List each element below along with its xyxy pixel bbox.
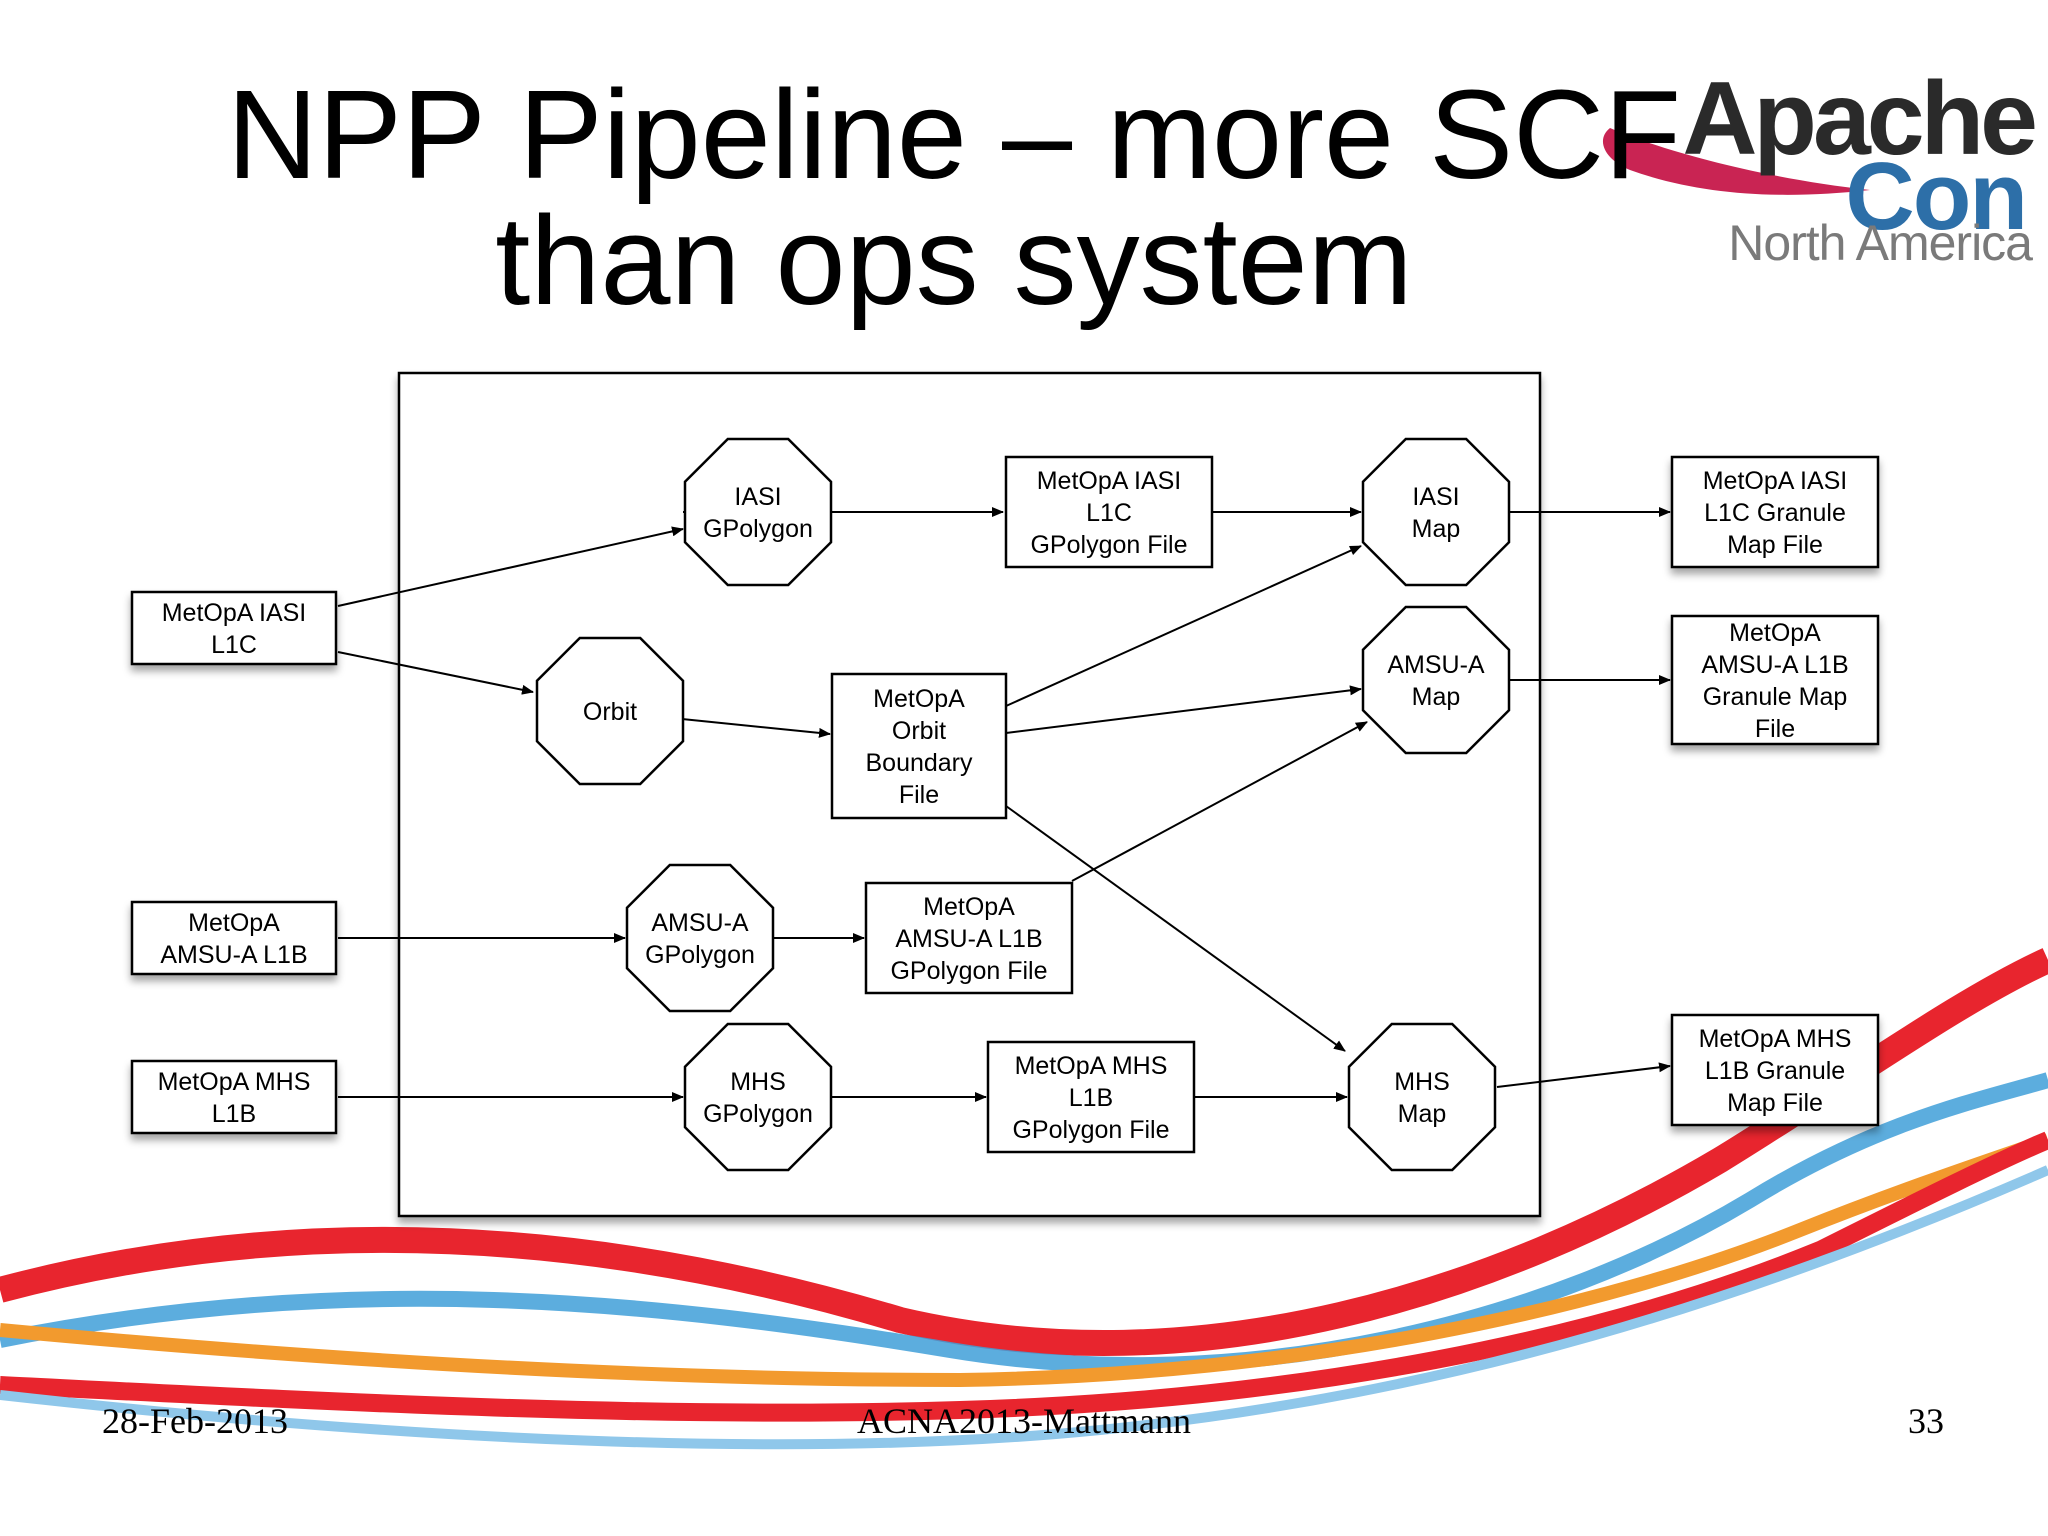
footer-page-number: 33 — [1908, 1401, 1944, 1441]
node-label-line: L1B — [1069, 1084, 1113, 1112]
edge-arrow — [1005, 545, 1362, 707]
node-label-line: L1C — [1086, 499, 1132, 527]
logo-north-america-text: North America — [1728, 215, 2033, 271]
logo-con-text: Con — [1845, 143, 2028, 250]
node-label-line: L1C Granule — [1704, 499, 1846, 527]
node-label-line: L1B — [212, 1100, 256, 1128]
node-label-line: GPolygon File — [1030, 531, 1187, 559]
node-label-line: IASI — [1412, 483, 1459, 511]
node-label-line: Orbit — [583, 698, 637, 726]
node-label-line: MetOpA MHS — [158, 1068, 311, 1096]
node-label-line: IASI — [734, 483, 781, 511]
node-label-line: MetOpA IASI — [162, 599, 307, 627]
node-label-line: MetOpA IASI — [1037, 467, 1182, 495]
node-label-line: Map File — [1727, 531, 1823, 559]
slide-title-line-1: NPP Pipeline – more SCF — [226, 64, 1682, 205]
node-mhs-map: MHS Map — [1347, 1022, 1497, 1172]
node-label-line: Granule Map — [1703, 683, 1848, 711]
node-label-line: GPolygon — [703, 1100, 813, 1128]
node-label-line: MetOpA MHS — [1699, 1025, 1852, 1053]
slide-title-line-2: than ops system — [495, 190, 1413, 331]
node-label-line: Orbit — [892, 717, 946, 745]
edge-arrow — [337, 651, 534, 695]
node-label-line: Map — [1412, 683, 1461, 711]
node-mhs-gpoly: MHS GPolygon — [683, 1022, 833, 1172]
node-label-line: Map — [1398, 1100, 1447, 1128]
node-iasi-map: IASI Map — [1361, 437, 1511, 587]
node-amsu-gpoly: AMSU-A GPolygon — [625, 863, 775, 1013]
edge-arrow — [337, 526, 684, 607]
node-label-line: AMSU-A L1B — [160, 941, 307, 969]
node-label-line: MetOpA — [873, 685, 965, 713]
node-in-amsu: MetOpA AMSU-A L1B — [130, 900, 338, 976]
node-label-line: Boundary — [865, 749, 973, 777]
node-amsu-gpoly-file: MetOpA AMSU-A L1B GPolygon File — [864, 881, 1074, 995]
edge-arrow — [1005, 805, 1346, 1052]
node-label-line: MHS — [730, 1068, 786, 1096]
swoosh-orange — [0, 1133, 2048, 1388]
node-label-line: AMSU-A L1B — [895, 925, 1042, 953]
node-iasi-gpoly: IASI GPolygon — [683, 437, 833, 587]
edge-arrow — [681, 718, 831, 738]
node-label-line: MetOpA IASI — [1703, 467, 1848, 495]
node-iasi-gpoly-file: MetOpA IASI L1C GPolygon File — [1004, 455, 1214, 569]
footer-presentation-id: ACNA2013-Mattmann — [857, 1401, 1191, 1441]
node-label-line: AMSU-A — [651, 909, 749, 937]
feather-icon — [1602, 128, 1870, 195]
node-label-line: AMSU-A — [1387, 651, 1485, 679]
node-label-line: MetOpA — [188, 909, 280, 937]
swoosh-red-lower — [0, 1131, 2048, 1422]
node-label-line: MetOpA — [923, 893, 1015, 921]
node-label-line: L1C — [211, 631, 257, 659]
node-label-line: MHS — [1394, 1068, 1450, 1096]
edges-group — [337, 507, 1671, 1102]
node-label-line: File — [1755, 715, 1795, 743]
node-label-line: GPolygon — [703, 515, 813, 543]
edge-arrow — [1071, 721, 1368, 882]
edge-arrow — [1005, 685, 1362, 734]
swoosh-blue-lower — [0, 1165, 2048, 1450]
node-label-line: MetOpA MHS — [1015, 1052, 1168, 1080]
node-label-line: File — [899, 781, 939, 809]
node-label-line: AMSU-A L1B — [1701, 651, 1848, 679]
node-label-line: MetOpA — [1729, 619, 1821, 647]
node-label-line: L1B Granule — [1705, 1057, 1845, 1085]
node-in-mhs: MetOpA MHS L1B — [130, 1059, 338, 1135]
node-label-line: Map — [1412, 515, 1461, 543]
node-label-line: GPolygon — [645, 941, 755, 969]
node-mhs-gpoly-file: MetOpA MHS L1B GPolygon File — [986, 1040, 1196, 1154]
node-label-line: Map File — [1727, 1089, 1823, 1117]
node-amsu-map: AMSU-A Map — [1361, 605, 1511, 755]
logo-apache-text: Apache — [1682, 61, 2038, 177]
node-label-line: GPolygon File — [1012, 1116, 1169, 1144]
node-in-iasi: MetOpA IASI L1C — [130, 590, 338, 666]
node-orbit: Orbit — [535, 636, 685, 786]
footer-date: 28-Feb-2013 — [102, 1401, 288, 1441]
edge-arrow — [1496, 1062, 1671, 1088]
node-label-line: GPolygon File — [890, 957, 1047, 985]
